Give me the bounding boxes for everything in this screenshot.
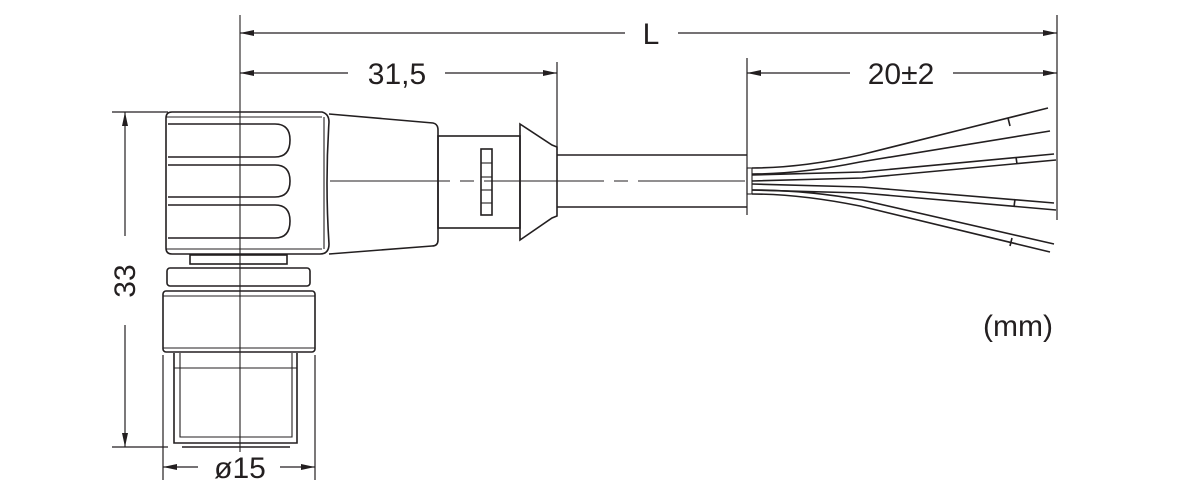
dimension-label-head-length: 31,5 — [368, 58, 426, 91]
overmold — [328, 113, 439, 255]
dimension-label-height: 33 — [109, 264, 142, 297]
dimension-label-L: L — [643, 18, 660, 51]
wire — [751, 189, 1055, 253]
unit-label: (mm) — [983, 310, 1053, 343]
dimension-diameter: ø15 — [163, 452, 315, 485]
angled-connector-head — [165, 111, 747, 255]
dimension-L: L — [240, 18, 1057, 51]
stripped-wires — [746, 107, 1057, 253]
dimension-label-diameter: ø15 — [214, 452, 266, 485]
dimension-stripped-length: 20±2 — [747, 58, 1057, 91]
knurled-grip — [162, 290, 316, 353]
wire — [751, 107, 1051, 175]
dimension-label-stripped-length: 20±2 — [868, 58, 935, 91]
grip-grooves — [168, 123, 291, 239]
dimension-head-length: 31,5 — [240, 58, 557, 91]
cable-neck — [437, 135, 521, 229]
dimension-height: 33 — [109, 112, 142, 447]
bend-relief — [519, 122, 558, 242]
wire — [751, 153, 1057, 182]
coupling-nut — [162, 254, 316, 448]
marking-ring — [480, 148, 493, 216]
